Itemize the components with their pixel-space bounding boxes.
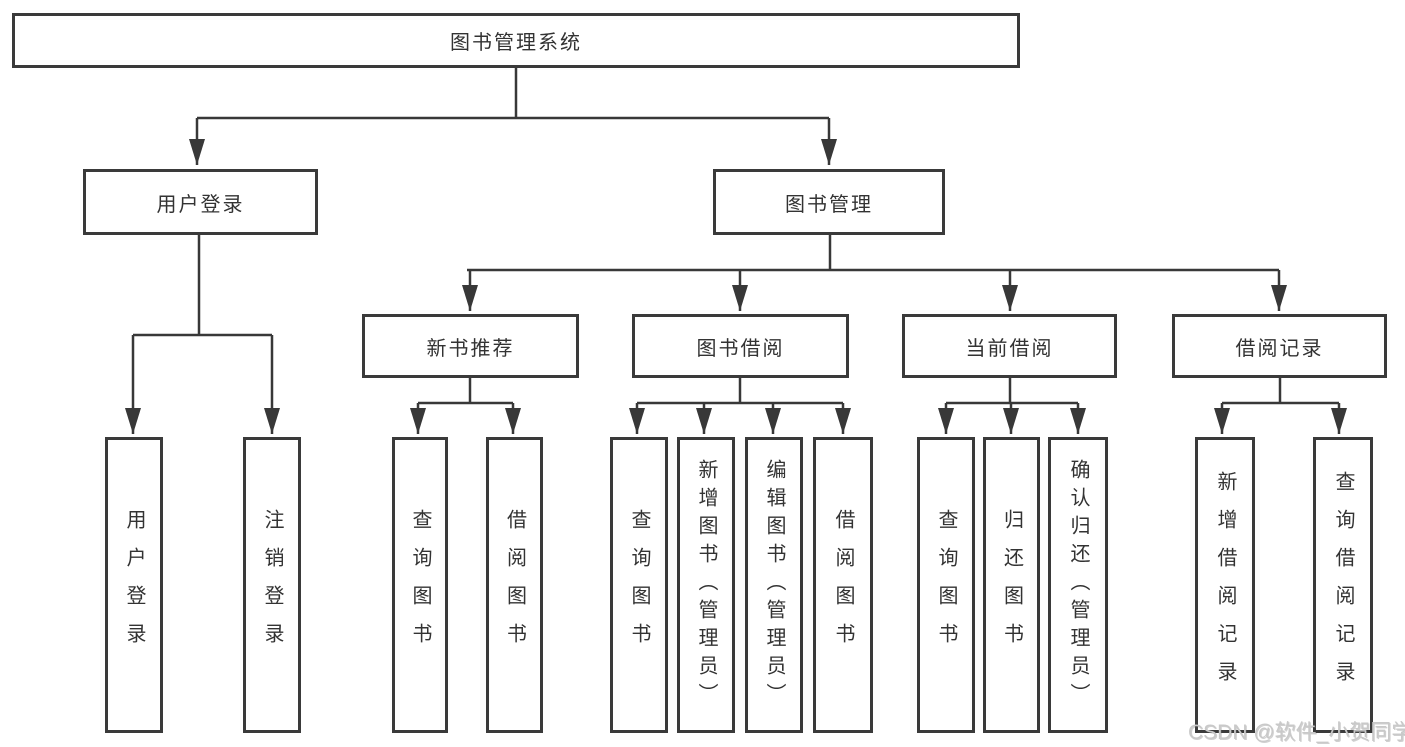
leaf-query-books-2-label: 查询图书 bbox=[628, 509, 650, 661]
node-root: 图书管理系统 bbox=[12, 13, 1020, 68]
leaf-user-login-label: 用户登录 bbox=[123, 509, 145, 661]
leaf-logout: 注销登录 bbox=[243, 437, 301, 733]
leaf-borrow-books-1-label: 借阅图书 bbox=[503, 509, 526, 661]
leaf-query-books-2: 查询图书 bbox=[610, 437, 668, 733]
leaf-return-books: 归还图书 bbox=[983, 437, 1040, 733]
leaf-borrow-books-2: 借阅图书 bbox=[813, 437, 873, 733]
leaf-query-borrow-record-label: 查询借阅记录 bbox=[1332, 471, 1354, 699]
leaf-query-books-1: 查询图书 bbox=[392, 437, 448, 733]
leaf-logout-label: 注销登录 bbox=[261, 509, 283, 661]
leaf-add-books-admin-label: 新增图书（管理员） bbox=[695, 459, 717, 711]
leaf-borrow-books-2-label: 借阅图书 bbox=[832, 509, 854, 661]
leaf-add-books-admin: 新增图书（管理员） bbox=[677, 437, 735, 733]
node-book-borrow: 图书借阅 bbox=[632, 314, 849, 378]
leaf-borrow-books-1: 借阅图书 bbox=[486, 437, 543, 733]
leaf-query-books-1-label: 查询图书 bbox=[409, 509, 431, 661]
csdn-watermark: CSDN @软件_小贺同学 bbox=[1188, 721, 1405, 744]
leaf-add-borrow-record: 新增借阅记录 bbox=[1195, 437, 1255, 733]
leaf-add-borrow-record-label: 新增借阅记录 bbox=[1214, 471, 1236, 699]
leaf-query-borrow-record: 查询借阅记录 bbox=[1313, 437, 1373, 733]
node-new-book-recommend: 新书推荐 bbox=[362, 314, 579, 378]
node-borrow-records: 借阅记录 bbox=[1172, 314, 1387, 378]
leaf-user-login: 用户登录 bbox=[105, 437, 163, 733]
leaf-confirm-return-admin: 确认归还（管理员） bbox=[1048, 437, 1108, 733]
leaf-edit-books-admin-label: 编辑图书（管理员） bbox=[763, 459, 785, 711]
leaf-confirm-return-admin-label: 确认归还（管理员） bbox=[1067, 459, 1089, 711]
node-user-login: 用户登录 bbox=[83, 169, 318, 235]
node-current-borrow: 当前借阅 bbox=[902, 314, 1117, 378]
leaf-query-books-3-label: 查询图书 bbox=[935, 509, 957, 661]
node-book-management: 图书管理 bbox=[713, 169, 945, 235]
leaf-edit-books-admin: 编辑图书（管理员） bbox=[745, 437, 803, 733]
leaf-query-books-3: 查询图书 bbox=[917, 437, 975, 733]
leaf-return-books-label: 归还图书 bbox=[1000, 509, 1023, 661]
